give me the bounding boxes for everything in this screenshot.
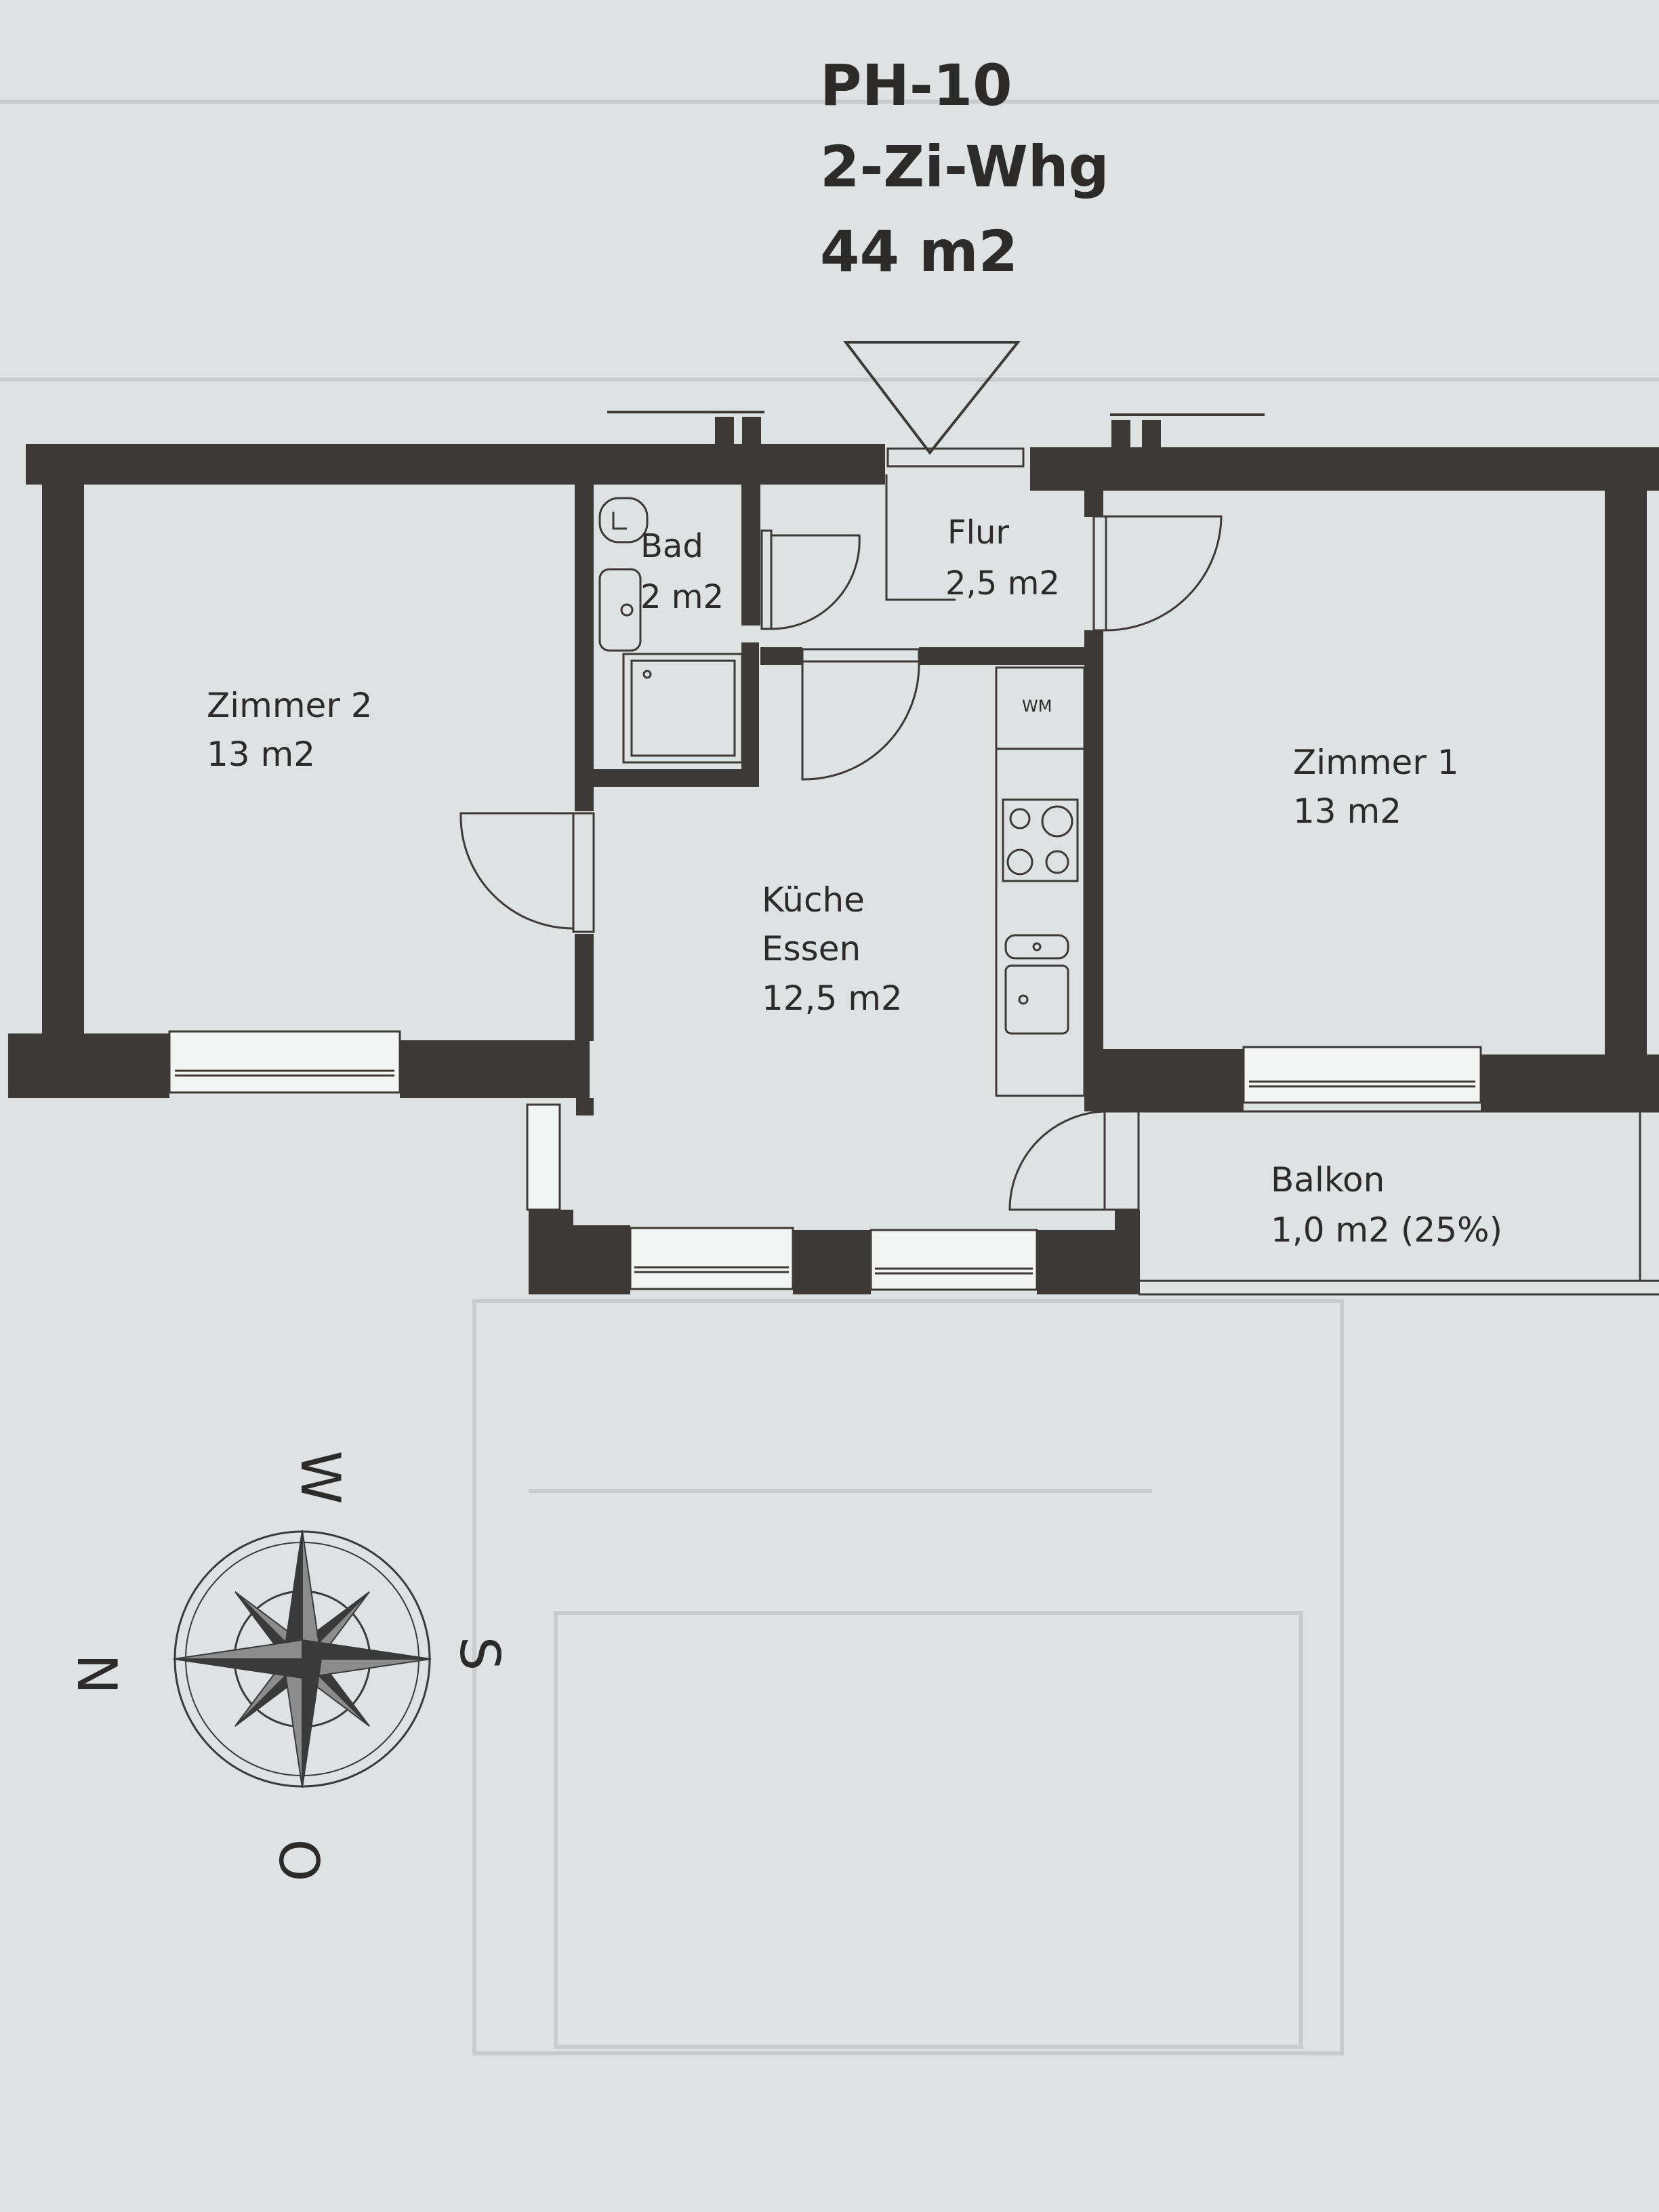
entrance-arrow-icon <box>842 341 1021 455</box>
room-zimmer1-name: Zimmer 1 <box>1293 743 1459 782</box>
walls <box>8 417 1659 1294</box>
room-zimmer2-area: 13 m2 <box>207 735 315 774</box>
room-balkon-area: 1,0 m2 (25%) <box>1271 1210 1502 1250</box>
sink-icon <box>598 568 642 652</box>
doors <box>459 447 1223 1211</box>
compass-west-label: W <box>289 1450 352 1504</box>
kitchen-sink-icon <box>1004 934 1069 960</box>
room-kueche-area: 12,5 m2 <box>762 979 903 1018</box>
room-kueche-name-1: Küche <box>762 880 865 920</box>
room-zimmer2-name: Zimmer 2 <box>207 686 373 725</box>
kitchen-counter: WM <box>995 666 1086 1097</box>
compass-south-label: S <box>448 1637 511 1671</box>
shower-icon <box>622 653 743 764</box>
show-through-lines <box>0 100 1659 2055</box>
balcony-outline <box>1139 1110 1659 1296</box>
room-flur-name: Flur <box>947 514 1009 552</box>
room-flur-area: 2,5 m2 <box>945 565 1060 602</box>
unit-code: PH-10 <box>820 52 1012 119</box>
unit-area: 44 m2 <box>820 218 1018 285</box>
unit-type: 2-Zi-Whg <box>820 134 1109 200</box>
washing-machine-label: WM <box>1022 697 1052 716</box>
room-bad-name: Bad <box>640 527 703 565</box>
compass-north-label: N <box>65 1654 128 1694</box>
bath-fixtures <box>598 497 743 764</box>
windows <box>168 1030 1482 1291</box>
room-zimmer1-area: 13 m2 <box>1293 792 1401 831</box>
room-kueche-name-2: Essen <box>762 929 861 968</box>
compass-rose-icon: W N S O <box>65 1450 511 1881</box>
room-balkon-name: Balkon <box>1271 1160 1385 1200</box>
stove-icon <box>1002 798 1079 882</box>
room-bad-area: 2 m2 <box>640 578 724 616</box>
compass-east-label: O <box>267 1839 330 1882</box>
toilet-icon <box>612 512 627 530</box>
